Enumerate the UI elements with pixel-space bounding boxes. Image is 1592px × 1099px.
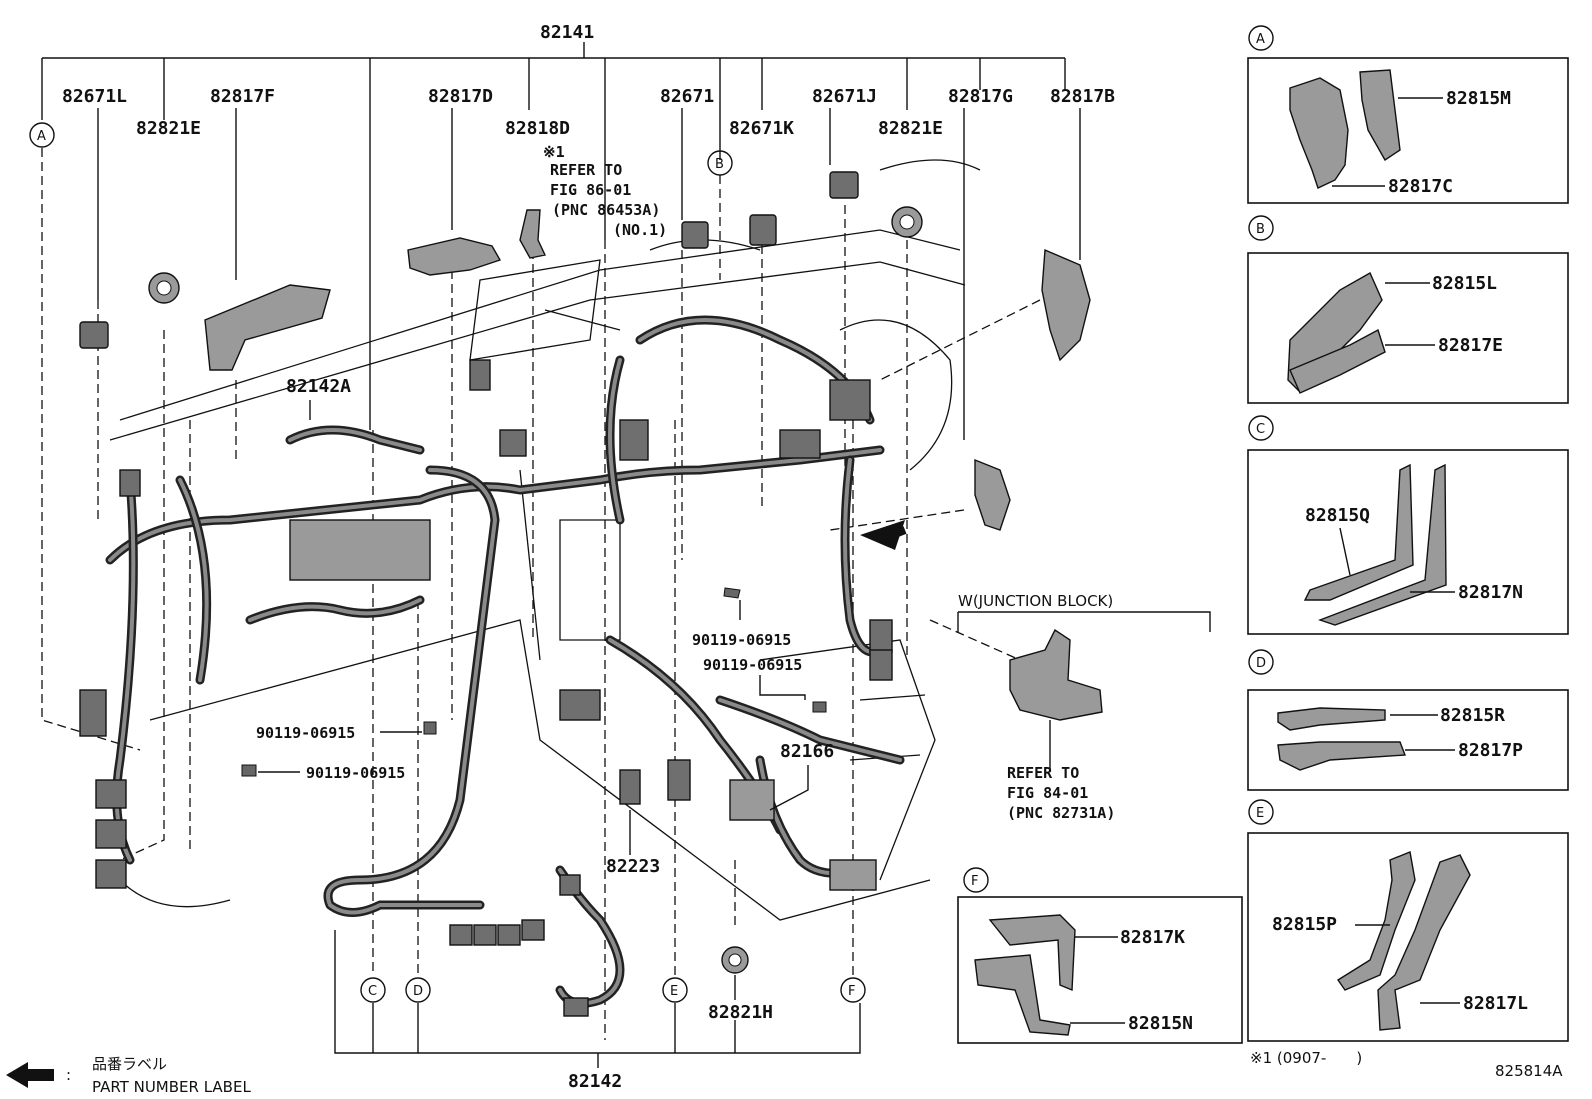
svg-text:E: E [1256, 806, 1264, 821]
jb-line1: REFER TO [1007, 764, 1079, 782]
note-line4: (NO.1) [613, 221, 667, 239]
note-line2: FIG 86-01 [550, 181, 631, 199]
harness-connectors [79, 359, 893, 1017]
svg-text:F: F [971, 874, 978, 889]
svg-text:B: B [1256, 222, 1265, 237]
label-82815N: 82815N [1128, 1013, 1193, 1034]
label-82223: 82223 [606, 856, 660, 877]
junction-block-title: W(JUNCTION BLOCK) [958, 592, 1113, 610]
label-82815R: 82815R [1440, 705, 1505, 726]
jb-line3: (PNC 82731A) [1007, 804, 1115, 822]
legend: : 品番ラベル PART NUMBER LABEL [6, 1055, 251, 1096]
svg-text:C: C [1256, 422, 1265, 437]
svg-text:D: D [1256, 656, 1266, 671]
detail-F: F 82817K 82815N [957, 867, 1243, 1044]
part-number-label-icon [6, 1062, 54, 1088]
label-82817G: 82817G [948, 86, 1013, 107]
label-82817C: 82817C [1388, 176, 1453, 197]
label-82671K: 82671K [729, 118, 794, 139]
label-82142: 82142 [568, 1071, 622, 1092]
label-82141: 82141 [540, 22, 594, 43]
label-82815M: 82815M [1446, 88, 1511, 109]
legend-colon: : [66, 1066, 71, 1084]
detail-B: B 82815L 82817E [1247, 215, 1569, 404]
label-82817F: 82817F [210, 86, 275, 107]
label-82821H: 82821H [708, 1002, 773, 1023]
detail-C: C 82815Q 82817N [1247, 415, 1569, 635]
svg-text:B: B [715, 157, 724, 172]
svg-text:A: A [37, 129, 46, 144]
label-82817D: 82817D [428, 86, 493, 107]
legend-en: PART NUMBER LABEL [92, 1078, 251, 1096]
bottom-harness-bracket: 82142 [334, 930, 861, 1092]
label-82815P: 82815P [1272, 914, 1337, 935]
label-82817N: 82817N [1458, 582, 1523, 603]
detail-A: A 82815M 82817C [1247, 25, 1569, 204]
label-82818D: 82818D [505, 118, 570, 139]
main-harness-bracket: 82141 [41, 22, 1066, 430]
label-82671L: 82671L [62, 86, 127, 107]
svg-text:C: C [368, 984, 377, 999]
svg-text:E: E [670, 984, 678, 999]
callout-F-main: F [840, 977, 866, 1003]
bolt-1: 90119-06915 [692, 587, 791, 649]
svg-text:F: F [848, 984, 855, 999]
svg-text:A: A [1256, 32, 1265, 47]
top-parts [79, 171, 1091, 974]
note-refer-86-01: ※1 REFER TO FIG 86-01 (PNC 86453A) (NO.1… [543, 143, 667, 239]
label-82815L: 82815L [1432, 273, 1497, 294]
label-82821E-right: 82821E [878, 118, 943, 139]
svg-text:D: D [413, 984, 423, 999]
note-mark: ※1 [543, 143, 565, 161]
callout-E-main: E [662, 977, 688, 1003]
bolt-2: 90119-06915 [703, 656, 827, 713]
label-bolt-2: 90119-06915 [703, 656, 802, 674]
note-line3: (PNC 86453A) [552, 201, 660, 219]
bolt-3: 90119-06915 [256, 721, 437, 742]
label-82817B: 82817B [1050, 86, 1115, 107]
label-82815Q: 82815Q [1305, 505, 1370, 526]
legend-jp: 品番ラベル [92, 1055, 167, 1073]
label-82671: 82671 [660, 86, 714, 107]
detail-D: D 82815R 82817P [1247, 649, 1569, 791]
label-82142A: 82142A [286, 376, 351, 397]
label-82821E-left: 82821E [136, 118, 201, 139]
detail-E: E 82815P 82817L [1247, 799, 1569, 1042]
label-82817P: 82817P [1458, 740, 1523, 761]
label-bolt-4: 90119-06915 [306, 764, 405, 782]
footnote: ※1 (0907- ) [1250, 1049, 1362, 1067]
label-82817E: 82817E [1438, 335, 1503, 356]
callout-C-main: C [360, 977, 386, 1003]
figure-code: 825814A [1495, 1062, 1563, 1080]
label-82671J: 82671J [812, 86, 877, 107]
bolt-4: 90119-06915 [241, 764, 405, 782]
label-82166: 82166 [780, 741, 834, 762]
junction-block: W(JUNCTION BLOCK) REFER TO FIG 84-01 (PN… [957, 592, 1211, 822]
label-bolt-3: 90119-06915 [256, 724, 355, 742]
jb-line2: FIG 84-01 [1007, 784, 1088, 802]
note-line1: REFER TO [550, 161, 622, 179]
label-bolt-1: 90119-06915 [692, 631, 791, 649]
label-82817L: 82817L [1463, 993, 1528, 1014]
callout-D-main: D [405, 977, 431, 1003]
label-82817K: 82817K [1120, 927, 1185, 948]
callout-A-main: A [29, 122, 55, 148]
